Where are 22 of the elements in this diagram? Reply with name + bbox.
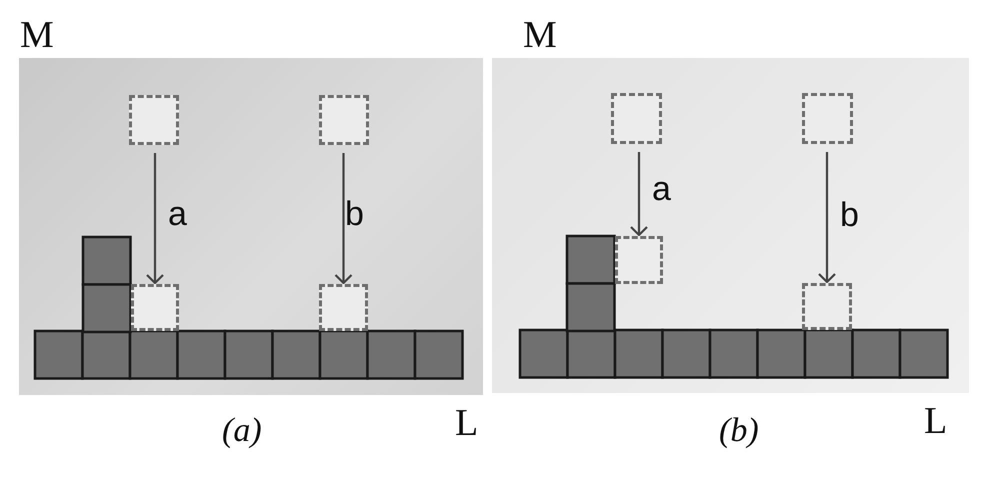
arrow [146,153,164,284]
edge-label: b [840,198,859,232]
dashed-square [615,236,663,284]
edge-label: a [652,172,671,206]
dashed-square [319,284,368,331]
arrow [630,152,648,236]
edge-label: b [345,197,364,231]
axis-label: M [20,16,54,54]
axis-label: L [924,402,948,440]
edge-label: a [168,197,187,231]
dashed-square [802,93,853,144]
dashed-square [611,93,662,144]
panel-caption: (a) [222,414,262,448]
dashed-square [319,95,369,145]
dashed-square [802,283,852,330]
arrow [334,153,353,284]
dashed-square [129,95,179,145]
axis-label: M [523,16,557,54]
dashed-square [131,284,179,331]
arrow [818,152,836,284]
panel-caption: (b) [719,414,759,448]
axis-label: L [455,404,478,442]
